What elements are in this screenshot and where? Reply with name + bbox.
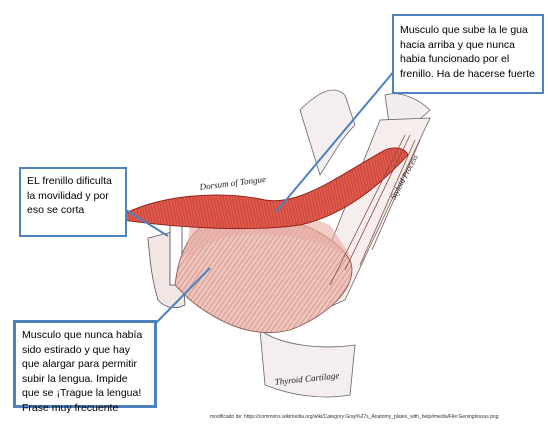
genioglossus-muscle — [174, 211, 353, 334]
callout-upper-muscle-text: Musculo que sube la le gua hacia arriba … — [400, 24, 535, 80]
callout-frenulum: EL frenillo dificulta la movilidad y por… — [19, 167, 127, 237]
callout-upper-muscle: Musculo que sube la le gua hacia arriba … — [392, 14, 544, 94]
label-dorsum: Dorsum of Tongue — [198, 174, 266, 192]
red-muscle — [121, 147, 409, 230]
callout-stretch-muscle-text: Musculo que nunca había sido estirado y … — [22, 329, 143, 414]
callout-stretch-muscle: Musculo que nunca había sido estirado y … — [13, 320, 157, 414]
pointer-lines — [125, 69, 396, 326]
callout-frenulum-text: EL frenillo dificulta la movilidad y por… — [27, 175, 112, 216]
styloid-fibers — [329, 134, 421, 286]
source-credit: modificado de: https://commons.wikimedia… — [210, 414, 499, 420]
